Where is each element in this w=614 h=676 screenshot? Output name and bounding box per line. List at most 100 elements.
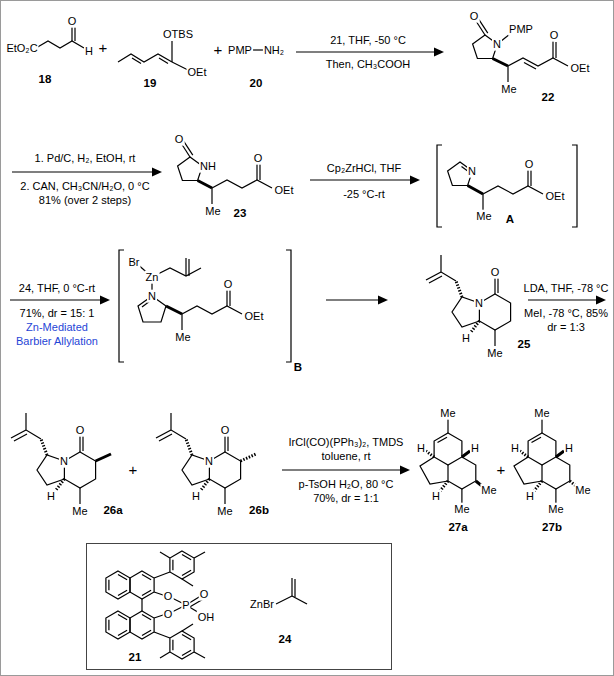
bond-line xyxy=(160,552,170,558)
ring-or-arrowhead xyxy=(100,296,110,305)
bond-line xyxy=(226,289,227,306)
atom-label: Me xyxy=(547,503,564,516)
ring-symbol xyxy=(170,551,194,579)
compound-number: 27b xyxy=(541,521,563,534)
bond-line xyxy=(326,299,380,300)
bond-path xyxy=(437,145,577,227)
reagent-box: OOPOOH21ZnBr24 xyxy=(86,543,392,670)
bond-line xyxy=(252,49,263,50)
condition-text: 24, THF, 0 °C-rt xyxy=(18,282,96,295)
bond-line xyxy=(528,299,598,300)
bond-line xyxy=(527,169,528,186)
atom-label: Br xyxy=(128,256,141,269)
atom-label: O xyxy=(469,10,480,23)
atom-label: Zn xyxy=(145,271,160,284)
bond-path xyxy=(142,575,151,596)
atom-label: Me xyxy=(486,347,503,360)
ring-symbol xyxy=(130,571,154,599)
plus-sign: + xyxy=(213,41,224,58)
bond-line xyxy=(555,42,556,58)
bond-line xyxy=(524,63,536,70)
bond-line xyxy=(194,652,205,658)
ring-symbol xyxy=(130,611,154,639)
ring-or-arrowhead xyxy=(596,296,606,305)
bond-line xyxy=(182,624,193,631)
ring-symbol xyxy=(106,571,130,599)
ring-or-arrowhead xyxy=(434,48,444,57)
atom-label: NH₂ xyxy=(263,44,285,57)
bond-line xyxy=(296,51,436,52)
atom-label: N xyxy=(204,455,214,468)
bond-line xyxy=(10,299,102,300)
bond-line xyxy=(292,596,307,604)
condition-text: toluene, rt xyxy=(321,450,372,463)
atom-label: O xyxy=(163,590,174,603)
condition-text: dr = 1:3 xyxy=(546,321,586,334)
plus-sign: + xyxy=(128,461,139,478)
atom-label: P xyxy=(181,599,190,612)
bond-line xyxy=(181,314,182,330)
atom-label: H xyxy=(84,45,94,58)
atom-label: N xyxy=(467,165,477,178)
bond-line xyxy=(132,58,141,64)
bond-line xyxy=(12,171,154,172)
atom-label: O xyxy=(220,424,231,437)
condition-text: 70%, dr = 1:1 xyxy=(312,492,380,505)
condition-text: LDA, THF, -78 °C xyxy=(523,282,610,295)
atom-label: O xyxy=(549,29,560,42)
bond-line xyxy=(182,306,242,314)
atom-label: OH xyxy=(197,611,216,624)
bond-path xyxy=(119,250,291,362)
atom-label: O xyxy=(174,133,185,146)
atom-label: OEt xyxy=(570,62,591,75)
bond-line xyxy=(185,258,186,276)
bond-line xyxy=(259,164,260,180)
atom-label: H xyxy=(46,490,56,503)
bond-line xyxy=(468,186,483,195)
atom-label: H xyxy=(416,442,426,455)
bond-line xyxy=(507,66,508,82)
bond-line xyxy=(198,181,212,189)
atom-label: NH xyxy=(199,160,217,173)
bond-line xyxy=(166,306,182,314)
atom-label: N xyxy=(474,297,484,310)
atom-label: OEt xyxy=(244,310,265,323)
atom-label: O xyxy=(67,15,78,28)
condition-text: MeI, -78 °C, 85% xyxy=(523,307,609,320)
bond-line xyxy=(530,170,531,186)
atom-label: Me xyxy=(216,505,233,518)
bond-line xyxy=(291,578,292,596)
atom-label: N xyxy=(492,38,502,51)
bond-line xyxy=(154,572,170,578)
compound-number: 22 xyxy=(541,91,556,104)
bond-line xyxy=(294,579,295,597)
compound-number: 26b xyxy=(248,504,270,517)
bond-line xyxy=(182,579,193,586)
reaction-name: Zn-Mediated xyxy=(25,321,89,334)
atom-label: OEt xyxy=(545,190,566,203)
atom-label: H xyxy=(191,490,201,503)
ring-symbol xyxy=(514,419,570,503)
bond-line xyxy=(310,179,412,180)
ring-or-arrowhead xyxy=(152,168,162,177)
atom-label: H xyxy=(525,490,535,503)
ring-or-arrowhead xyxy=(378,296,388,305)
atom-label: O xyxy=(223,278,234,291)
bond-line xyxy=(96,454,111,461)
atom-label: N xyxy=(147,290,157,303)
condition-text: 1. Pd/C, H₂, EtOH, rt xyxy=(34,152,137,165)
bond-line xyxy=(141,599,142,611)
condition-text: 81% (over 2 steps) xyxy=(38,194,132,207)
atom-label: Me xyxy=(475,210,492,223)
bond-line xyxy=(171,41,172,62)
bond-line xyxy=(211,188,212,204)
bond-line xyxy=(282,469,402,470)
atom-label: Me xyxy=(480,484,497,497)
ring-symbol xyxy=(11,413,96,504)
atom-label: OTBS xyxy=(162,28,194,41)
bond-line xyxy=(241,454,256,461)
atom-label: O xyxy=(199,588,210,601)
plus-sign: + xyxy=(496,461,507,478)
bond-line xyxy=(493,59,508,67)
